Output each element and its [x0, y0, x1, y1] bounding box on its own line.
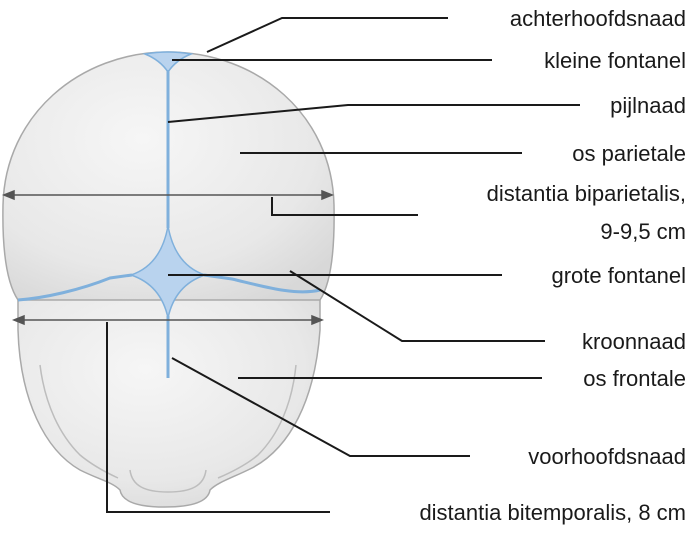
label-distantia-bitemporalis: distantia bitemporalis, 8 cm	[419, 500, 686, 525]
label-distantia-biparietalis-2: 9-9,5 cm	[600, 219, 686, 244]
biparietal-arrow	[1, 189, 335, 201]
kroonnaad-line-right	[203, 273, 321, 294]
leader-kroonnaad	[289, 270, 545, 342]
leader-pijlnaad	[167, 104, 580, 123]
label-voorhoofdsnaad: voorhoofdsnaad	[528, 444, 686, 469]
leader-achterhoofdsnaad	[206, 17, 448, 53]
kroonnaad-line	[17, 273, 133, 302]
leader-voorhoofdsnaad	[171, 357, 470, 457]
face-contour-right	[217, 364, 297, 479]
label-os-frontale: os frontale	[583, 366, 686, 391]
leader-distantia-bitemporalis	[106, 322, 330, 513]
leader-distantia-biparietalis	[271, 197, 418, 216]
label-grote-fontanel: grote fontanel	[551, 263, 686, 288]
kleine-fontanel-shape	[142, 51, 194, 74]
face-outline	[17, 294, 321, 508]
face-contour-left	[39, 364, 119, 479]
label-achterhoofdsnaad: achterhoofdsnaad	[510, 6, 686, 31]
label-kleine-fontanel: kleine fontanel	[544, 48, 686, 73]
label-os-parietale: os parietale	[572, 141, 686, 166]
label-pijlnaad: pijlnaad	[610, 93, 686, 118]
bitemporal-arrow	[11, 314, 325, 326]
label-kroonnaad: kroonnaad	[582, 329, 686, 354]
nose-contour	[129, 469, 207, 493]
leader-lines	[106, 17, 580, 513]
label-distantia-biparietalis-1: distantia biparietalis,	[487, 181, 686, 206]
